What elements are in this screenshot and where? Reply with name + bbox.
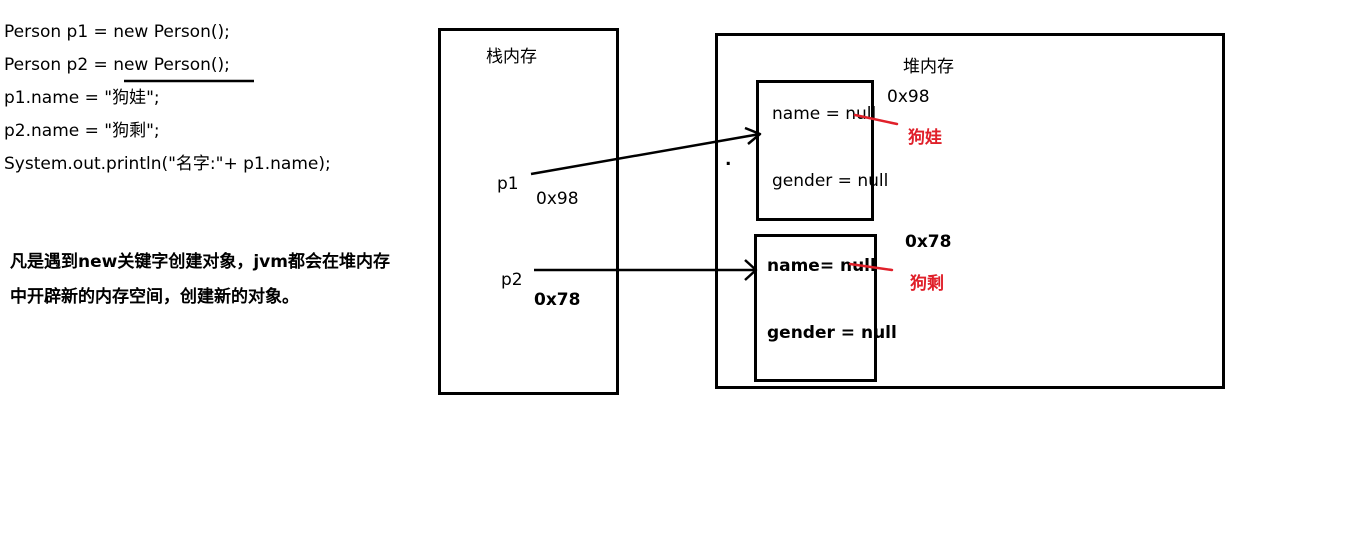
stack-var-p1: p1 xyxy=(497,174,519,194)
heap-object-2 xyxy=(754,234,877,382)
note-line-1: 凡是遇到new关键字创建对象，jvm都会在堆内存 xyxy=(10,252,390,272)
code-line-2-new-expression: new Person(); xyxy=(113,55,230,75)
object-1-new-name-value: 狗娃 xyxy=(908,128,942,148)
code-line-2-prefix: Person p2 = xyxy=(4,55,114,75)
stack-title: 栈内存 xyxy=(486,47,537,67)
heap-memory-box xyxy=(715,33,1225,389)
note-line-2: 中开辟新的内存空间，创建新的对象。 xyxy=(10,287,299,307)
code-line-4: p2.name = "狗剩"; xyxy=(4,121,160,141)
stack-var-p2: p2 xyxy=(501,270,523,290)
stack-memory-box xyxy=(438,28,619,395)
object-1-field-name: name = null xyxy=(772,104,877,124)
code-line-5: System.out.println("名字:"+ p1.name); xyxy=(4,154,331,174)
object-1-address: 0x98 xyxy=(887,87,930,107)
heap-object-1 xyxy=(756,80,874,221)
object-1-field-gender: gender = null xyxy=(772,171,889,191)
code-line-3: p1.name = "狗娃"; xyxy=(4,88,160,108)
object-2-field-gender: gender = null xyxy=(767,323,897,343)
stack-p1-address: 0x98 xyxy=(536,189,579,209)
stack-p2-address: 0x78 xyxy=(534,290,581,310)
object-2-field-name: name= null xyxy=(767,256,876,276)
object-2-new-name-value: 狗剩 xyxy=(910,274,944,294)
object-2-address: 0x78 xyxy=(905,232,952,252)
heap-title: 堆内存 xyxy=(903,57,954,77)
code-line-2: Person p2 = new Person(); xyxy=(4,55,230,75)
heap-dot-mark: . xyxy=(725,150,732,170)
code-line-1: Person p1 = new Person(); xyxy=(4,22,230,42)
